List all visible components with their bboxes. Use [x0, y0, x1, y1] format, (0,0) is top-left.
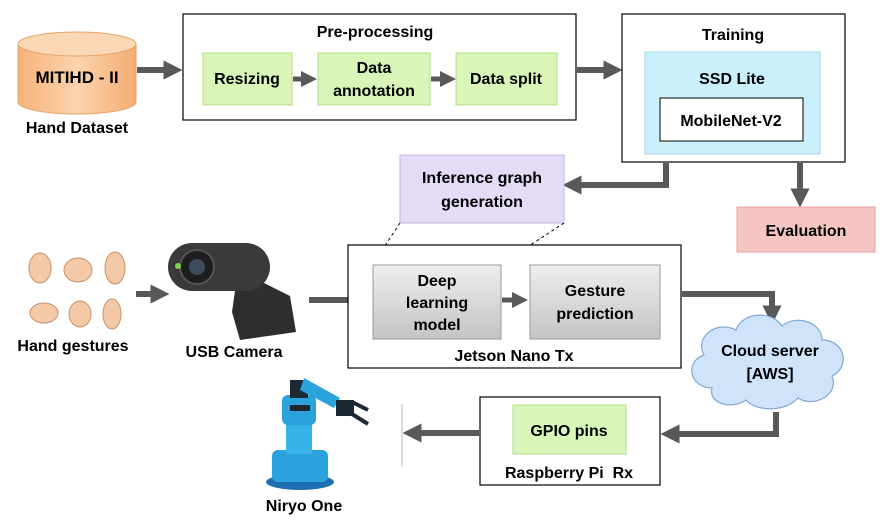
cloud-label-line1: Cloud server — [721, 343, 819, 360]
arrow-jetson-to-cloud — [682, 291, 782, 325]
annotation-label-line2: annotation — [333, 83, 415, 100]
training-title: Training — [702, 27, 764, 44]
hand-gestures-icon — [28, 251, 126, 330]
mobilenet-label: MobileNet-V2 — [680, 113, 781, 130]
evaluation-box — [736, 206, 876, 253]
inference-graph-box — [399, 154, 565, 224]
training-box: Training SSD Lite MobileNet-V2 — [621, 13, 846, 163]
annotation-step — [317, 52, 431, 106]
gpio-block — [512, 404, 627, 455]
usb-camera-caption: USB Camera — [186, 344, 283, 361]
inference-label-line2: generation — [441, 194, 523, 211]
split-step — [455, 52, 558, 106]
raspberry-pi-box: GPIO pins Raspberry Pi Rx — [479, 396, 661, 486]
hand-dataset-cylinder: MITIHD - II — [17, 31, 137, 115]
split-label: Data split — [470, 71, 543, 88]
deep-learning-line3: model — [413, 317, 460, 334]
arrow-training-to-inference — [562, 163, 669, 195]
jetson-title: Jetson Nano Tx — [454, 348, 573, 365]
robot-caption: Niryo One — [266, 498, 343, 515]
gpio-label: GPIO pins — [530, 423, 607, 440]
arrow-cloud-to-raspberry — [660, 412, 779, 444]
gesture-prediction-block — [529, 264, 661, 340]
niryo-robot-icon — [266, 378, 370, 490]
hand-gestures-caption: Hand gestures — [17, 338, 128, 355]
evaluation-label: Evaluation — [766, 223, 847, 240]
annotation-label-line1: Data — [357, 60, 392, 77]
deep-learning-line2: learning — [406, 295, 468, 312]
gesture-prediction-line2: prediction — [556, 306, 633, 323]
ssd-lite-label: SSD Lite — [699, 71, 765, 88]
cloud-server-shape — [691, 314, 844, 410]
preprocessing-title: Pre-processing — [317, 24, 433, 41]
dataset-caption: Hand Dataset — [26, 120, 129, 137]
resizing-label: Resizing — [214, 71, 280, 88]
resizing-step — [202, 52, 293, 106]
preprocessing-box: Pre-processing Resizing Data annotation … — [182, 13, 577, 121]
jetson-nano-box: Deep learning model Gesture prediction J… — [347, 244, 682, 369]
inference-label-line1: Inference graph — [422, 170, 542, 187]
mobilenet-block — [659, 97, 804, 142]
gesture-prediction-line1: Gesture — [565, 283, 626, 300]
raspberry-title: Raspberry Pi Rx — [505, 465, 633, 482]
deep-learning-line1: Deep — [417, 273, 456, 290]
dataset-name: MITIHD - II — [35, 68, 118, 87]
callout-line-right — [499, 222, 565, 266]
deep-learning-block — [372, 264, 502, 340]
usb-camera-icon — [168, 243, 296, 340]
cloud-label-line2: [AWS] — [746, 366, 793, 383]
